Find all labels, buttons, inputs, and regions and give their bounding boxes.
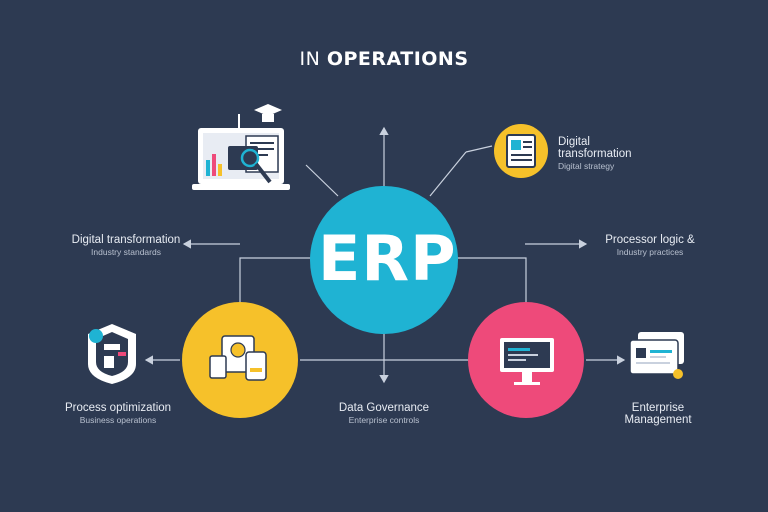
line-top-right-1 [429, 151, 467, 197]
connectors [144, 126, 626, 384]
line-to-pink [450, 257, 527, 304]
node-bottom-center: Data Governance Enterprise controls [338, 402, 430, 425]
erp-hub-circle [310, 186, 458, 334]
node-right: Processor logic & Industry practices [605, 234, 695, 257]
shield-icon [88, 324, 136, 384]
line-to-yellow [239, 257, 318, 304]
node-bottom-right: Enterprise Management [624, 402, 692, 426]
line-top-right-2 [465, 145, 493, 153]
node-left: Digital transformation Industry standard… [71, 234, 181, 257]
node-bottom-left: Process optimization Business operations [64, 402, 172, 425]
node-top-right: Digital transformation Digital strategy [558, 136, 632, 171]
laptop-analytics-icon [192, 104, 290, 190]
monitor-icon [500, 338, 554, 385]
devices-icon [209, 335, 267, 381]
erp-hub-label: ERP [318, 222, 457, 295]
dashboard-icon [629, 332, 684, 379]
line-top-left [305, 164, 339, 197]
document-icon [506, 134, 536, 168]
page-title: IN OPERATIONS [299, 48, 469, 70]
